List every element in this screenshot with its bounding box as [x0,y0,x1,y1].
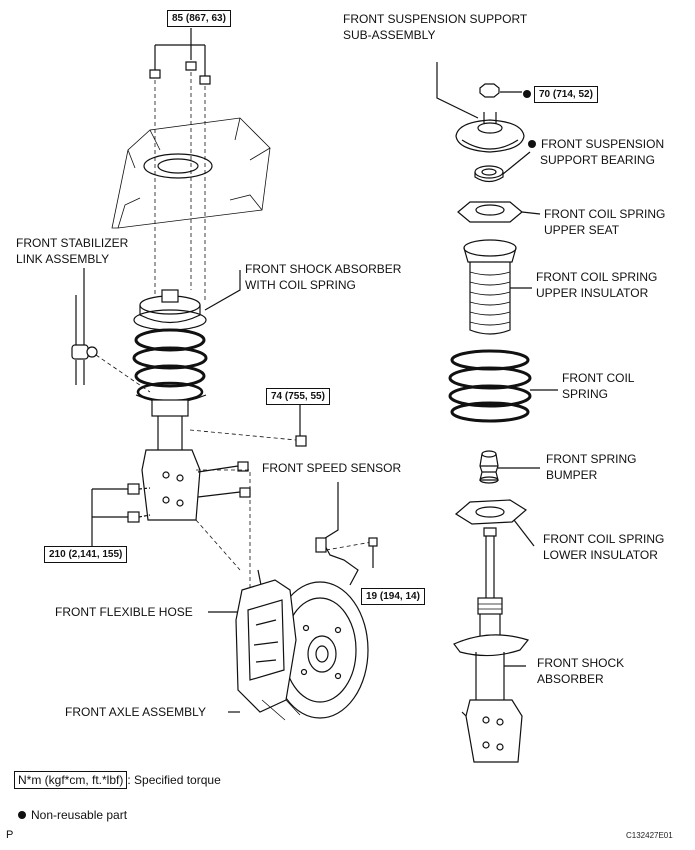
label-flexible-hose: FRONT FLEXIBLE HOSE [55,605,193,619]
support-bearing [474,151,531,183]
legend-unit-box: N*m (kgf*cm, ft.*lbf) [14,771,128,789]
label-coil-spring-line2: SPRING [562,387,609,401]
legend-non-reusable-text: Non-reusable part [31,808,128,822]
stabilizer-nut [189,404,307,447]
label-spring-bumper-line1: FRONT SPRING [546,452,637,466]
torque-support-nut: 70 (714, 52) [523,86,598,103]
label-support-bearing-text: FRONT SUSPENSION [541,137,665,151]
label-support-subassembly-line1: FRONT SUSPENSION SUPPORT [343,12,528,26]
corner-code: P [6,829,14,841]
label-support-bearing-line1: FRONT SUSPENSION [528,137,664,152]
support-leader [436,62,479,119]
label-upper-insulator-line1: FRONT COIL SPRING [536,270,658,284]
front-speed-sensor [315,482,378,586]
label-shock-with-spring-line2: WITH COIL SPRING [245,278,356,292]
assembled-shock-with-spring [132,289,208,521]
label-spring-bumper-line2: BUMPER [546,468,598,482]
front-axle-assembly [228,579,369,721]
legend-non-reusable: Non-reusable part [18,808,127,823]
label-upper-insulator-line2: UPPER INSULATOR [536,286,649,300]
torque-knuckle-bolts: 210 (2,141, 155) [44,546,128,563]
figure-code: C132427E01 [626,831,673,840]
label-support-bearing-line2: SUPPORT BEARING [540,153,655,167]
front-shock-absorber [453,527,530,763]
label-stabilizer-link-line2: LINK ASSEMBLY [16,252,110,266]
torque-support-nut-value: 70 (714, 52) [539,89,593,100]
torque-stabilizer-nut: 74 (755, 55) [266,388,330,405]
torque-top-nuts: 85 (867, 63) [167,10,231,27]
label-shock-absorber-line1: FRONT SHOCK [537,656,625,670]
coil-spring-upper-insulator [463,239,532,335]
legend-torque: N*m (kgf*cm, ft.*lbf): Specified torque [14,771,221,789]
torque-sensor-bolt: 19 (194, 14) [361,588,425,605]
label-axle-assembly: FRONT AXLE ASSEMBLY [65,705,206,719]
label-lower-insulator-line1: FRONT COIL SPRING [543,532,665,546]
label-speed-sensor: FRONT SPEED SENSOR [262,461,402,475]
label-support-subassembly-line2: SUB-ASSEMBLY [343,28,436,42]
top-nuts [149,28,211,300]
front-coil-spring [448,349,558,423]
label-upper-seat-line1: FRONT COIL SPRING [544,207,666,221]
front-spring-bumper [479,450,540,484]
shock-spring-leader [204,270,241,311]
coil-spring-upper-seat [457,201,541,223]
knuckle-bolts [91,461,251,547]
label-upper-seat-line2: UPPER SEAT [544,223,620,237]
label-shock-absorber-line2: ABSORBER [537,672,604,686]
label-lower-insulator-line2: LOWER INSULATOR [543,548,658,562]
non-reusable-dot [18,811,26,819]
coil-spring-lower-insulator [454,499,535,547]
label-coil-spring-line1: FRONT COIL [562,371,635,385]
stabilizer-link [71,295,151,393]
label-stabilizer-link-line1: FRONT STABILIZER [16,236,129,250]
support-nut [479,83,522,98]
front-suspension-support [455,112,525,153]
legend-unit-text: : Specified torque [127,773,221,787]
non-reusable-dot [528,140,536,148]
label-shock-with-spring-line1: FRONT SHOCK ABSORBER [245,262,402,276]
non-reusable-dot [523,90,531,98]
